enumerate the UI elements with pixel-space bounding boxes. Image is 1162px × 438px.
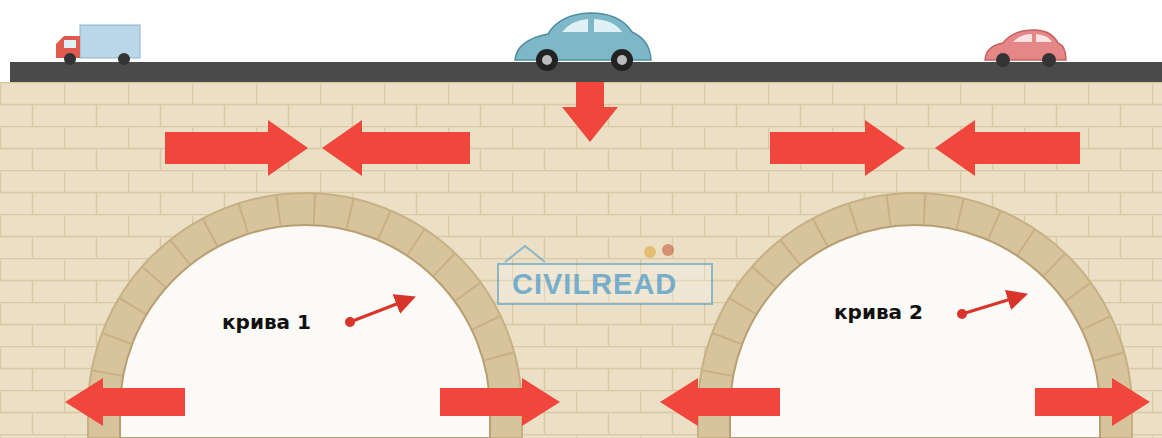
truck	[56, 25, 140, 65]
curve-label: крива 1	[222, 312, 311, 332]
watermark: CIVILREAD	[512, 270, 677, 299]
watermark-frame	[498, 244, 712, 304]
voussoir-joints	[714, 209, 1116, 410]
curve-label: крива 2	[834, 302, 923, 322]
stone-wall	[0, 82, 1162, 438]
car	[985, 30, 1066, 67]
car	[515, 13, 651, 71]
leader-line	[345, 295, 1024, 327]
force-arrow	[65, 82, 1150, 426]
voussoir-joints	[104, 209, 506, 410]
road-deck	[10, 62, 1162, 82]
